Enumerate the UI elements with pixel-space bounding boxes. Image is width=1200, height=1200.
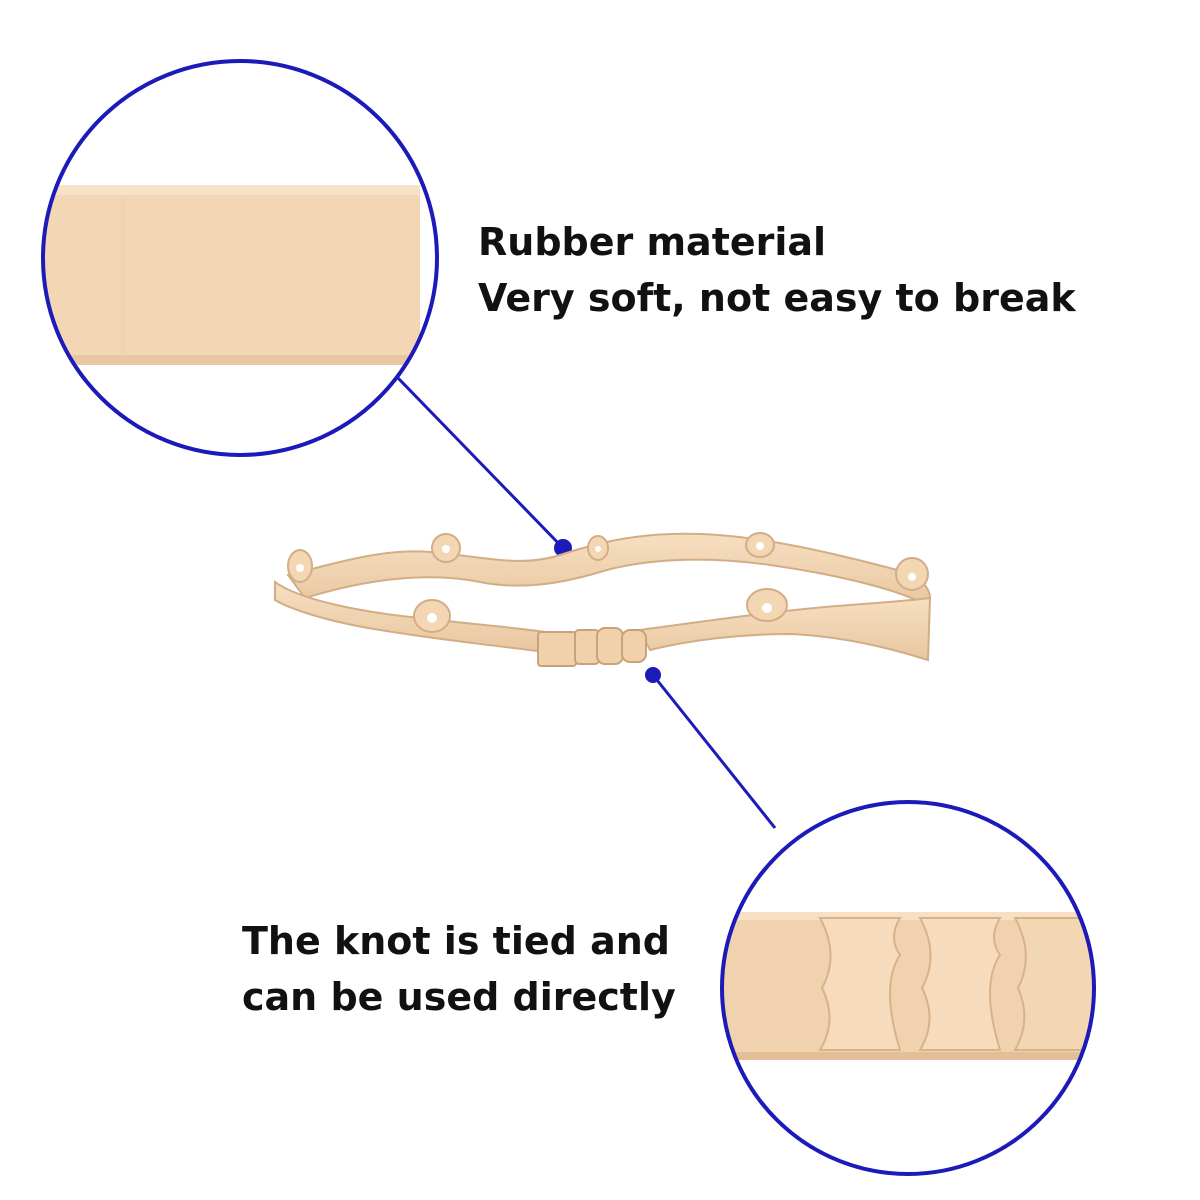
rubber-swatch — [43, 185, 420, 365]
knot-caption-line-2: can be used directly — [242, 975, 676, 1019]
magnifier-ring-bottom — [720, 800, 1096, 1176]
magnifier-ring-top — [41, 59, 439, 457]
knot-caption-line-1: The knot is tied and — [242, 919, 670, 963]
callout-dot-knot — [645, 667, 661, 683]
callout-line-material — [396, 376, 565, 550]
knot-tab-1 — [818, 917, 902, 1051]
knot-caption: The knot is tied and can be used directl… — [242, 913, 676, 1025]
callout-line-knot — [651, 674, 777, 829]
knot-tab-2 — [918, 917, 1002, 1051]
material-caption-line-2: Very soft, not easy to break — [478, 276, 1076, 320]
material-caption: Rubber material Very soft, not easy to b… — [478, 214, 1076, 326]
material-caption-line-1: Rubber material — [478, 220, 827, 264]
headband-strap — [274, 532, 932, 667]
strap-knot — [537, 627, 647, 667]
knot-closeup — [720, 800, 1096, 1176]
knot-tab-3 — [1013, 917, 1094, 1051]
material-closeup — [41, 59, 439, 457]
